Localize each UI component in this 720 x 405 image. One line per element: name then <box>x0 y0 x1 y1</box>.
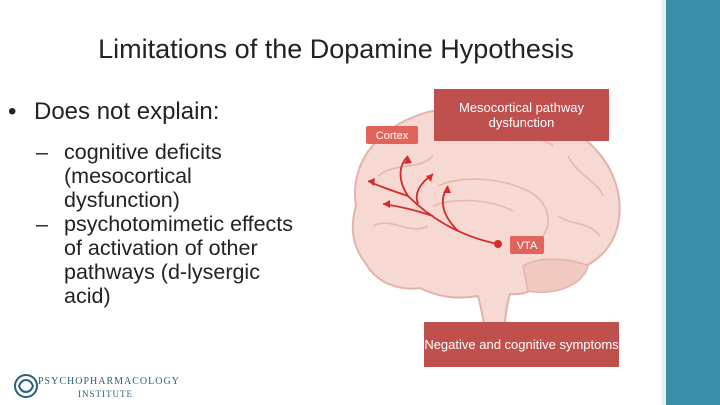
logo-mark-icon <box>14 374 38 398</box>
dash-marker: – <box>36 140 48 164</box>
institute-logo <box>14 374 38 398</box>
logo-line-1: PSYCHOPHARMACOLOGY <box>38 376 180 387</box>
logo-wordmark: PSYCHOPHARMACOLOGY INSTITUTE <box>38 376 180 400</box>
sub-list: – cognitive deficits (mesocortical dysfu… <box>8 140 298 308</box>
bullet-text: Does not explain: <box>34 98 220 125</box>
brain-illustration: Cortex VTA <box>351 104 621 360</box>
cortex-label-box <box>366 126 418 144</box>
dash-marker: – <box>36 212 48 236</box>
sub-item-psychotomimetic: – psychotomimetic effects of activation … <box>36 212 298 308</box>
caption-symptoms: Negative and cognitive symptoms <box>424 322 619 367</box>
side-bar-highlight <box>662 0 666 405</box>
vta-dot <box>494 240 502 248</box>
sub-item-text: cognitive deficits (mesocortical dysfunc… <box>64 140 222 212</box>
sub-item-cognitive: – cognitive deficits (mesocortical dysfu… <box>36 140 298 212</box>
vta-label: VTA <box>517 240 538 252</box>
caption-mesocortical: Mesocortical pathway dysfunction <box>434 89 609 141</box>
bullet-list: • Does not explain: – cognitive deficits… <box>8 98 298 308</box>
vta-label-box <box>510 236 544 254</box>
cerebellum <box>522 258 589 293</box>
sub-item-text: psychotomimetic effects of activation of… <box>64 212 294 308</box>
logo-line-2: INSTITUTE <box>78 389 133 399</box>
bullet-item: • Does not explain: <box>8 98 298 126</box>
slide-title: Limitations of the Dopamine Hypothesis <box>98 34 574 64</box>
side-accent-bar <box>666 0 720 405</box>
cortex-label: Cortex <box>376 130 409 142</box>
pathway-arrowheads <box>368 156 451 208</box>
bullet-dot: • <box>8 98 17 125</box>
